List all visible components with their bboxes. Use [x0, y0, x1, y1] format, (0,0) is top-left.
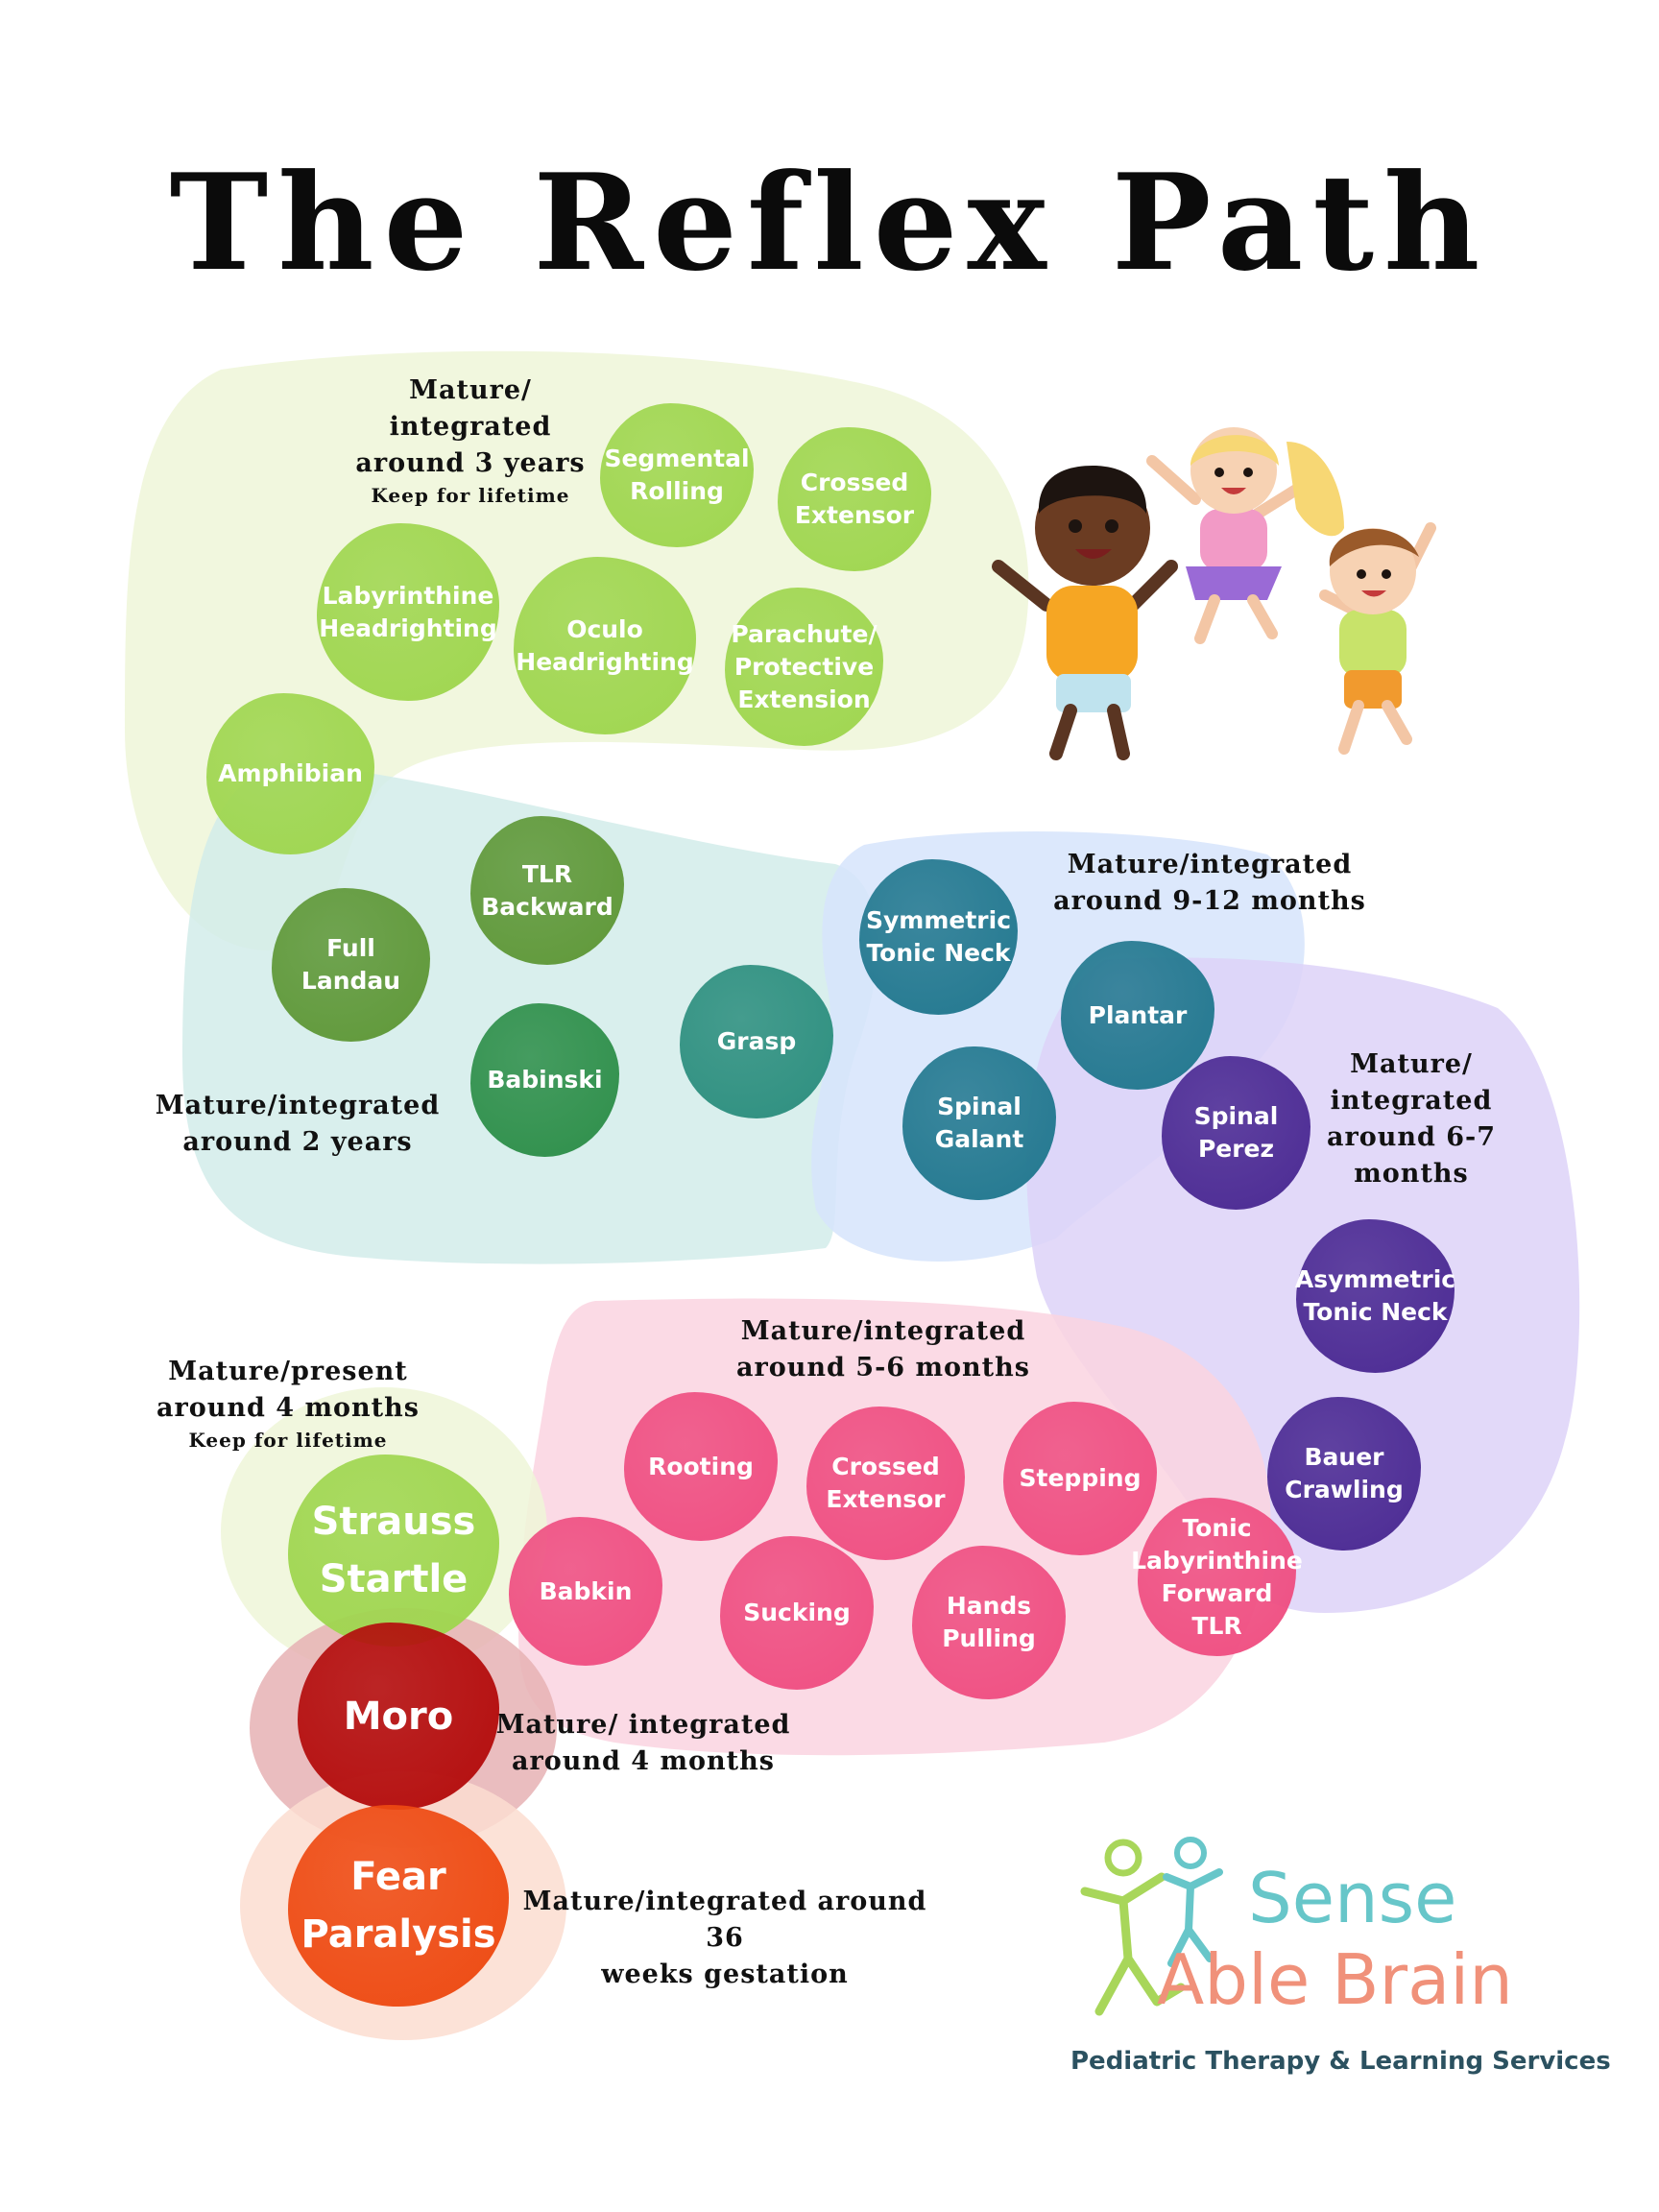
label-four-present: Mature/present around 4 months Keep for …: [134, 1354, 442, 1454]
logo-figures-icon: [1080, 1837, 1223, 2016]
children-illustration: [992, 427, 1436, 760]
label-nine-twelve: Mature/integrated around 9-12 months: [1046, 847, 1373, 920]
label-line: integrated: [389, 412, 552, 442]
label-line: around 4 months: [156, 1393, 420, 1423]
logo-word-sense: Sense: [1248, 1858, 1457, 1938]
label-line: Mature/integrated: [155, 1091, 441, 1120]
reflex-stepping: Stepping: [1003, 1402, 1157, 1555]
label-line: Mature/: [1350, 1049, 1473, 1079]
label-line: around 5-6 months: [736, 1353, 1030, 1382]
reflex-moro: Moro: [298, 1623, 499, 1810]
label-line: around 3 years: [355, 448, 586, 478]
reflex-plantar: Plantar: [1061, 941, 1214, 1090]
child-boy-left: [992, 466, 1178, 760]
reflex-babinski: Babinski: [470, 1003, 619, 1157]
label-line: Mature/integrated: [740, 1316, 1026, 1346]
logo-word-able-brain: Able Brain: [1157, 1939, 1513, 2020]
label-three-years: Mature/ integrated around 3 years Keep f…: [317, 373, 624, 509]
label-line: weeks gestation: [601, 1960, 849, 1989]
label-line: Mature/present: [168, 1357, 408, 1386]
label-line: around 4 months: [512, 1746, 775, 1776]
label-line: Mature/: [409, 375, 532, 405]
label-line: months: [1354, 1159, 1469, 1189]
child-boy-right: [1319, 522, 1436, 755]
label-line: integrated: [1330, 1086, 1493, 1116]
label-line: around 2 years: [182, 1127, 413, 1157]
label-line: around 6-7: [1326, 1122, 1497, 1152]
reflex-babkin: Babkin: [509, 1517, 662, 1666]
child-girl-center: [1146, 427, 1344, 644]
reflex-rooting: Rooting: [624, 1392, 778, 1541]
label-note: Keep for lifetime: [188, 1429, 388, 1452]
label-line: Mature/integrated around 36: [522, 1887, 927, 1953]
reflex-grasp: Grasp: [680, 965, 833, 1118]
label-note: Keep for lifetime: [371, 484, 570, 507]
logo-tagline: Pediatric Therapy & Learning Services: [1070, 2047, 1611, 2076]
reflex-amphibian: Amphibian: [206, 693, 374, 854]
reflex-sucking: Sucking: [720, 1536, 874, 1690]
label-two-years: Mature/integrated around 2 years: [134, 1088, 461, 1161]
label-line: around 9-12 months: [1053, 886, 1366, 916]
page-title: The Reflex Path: [169, 144, 1490, 301]
label-line: Mature/ integrated: [495, 1710, 791, 1740]
label-five-six: Mature/integrated around 5-6 months: [720, 1313, 1046, 1386]
label-six-seven: Mature/ integrated around 6-7 months: [1306, 1046, 1517, 1192]
label-four-integrated: Mature/ integrated around 4 months: [490, 1707, 797, 1780]
label-gestation: Mature/integrated around 36 weeks gestat…: [499, 1884, 950, 1993]
label-line: Mature/integrated: [1067, 850, 1353, 879]
